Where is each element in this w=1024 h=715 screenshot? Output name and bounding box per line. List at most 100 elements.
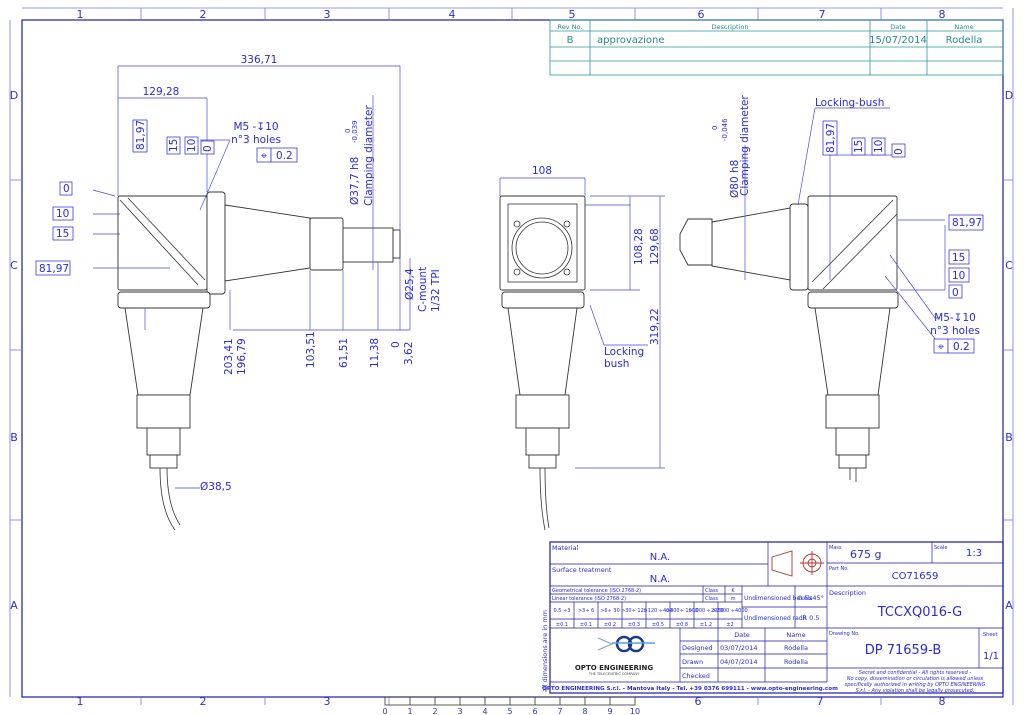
tolerance-cell: ±0.8 <box>676 622 688 628</box>
dim-side-81-97: 81,97 <box>39 263 69 275</box>
dim-bottom-103-51: 103,51 <box>305 331 317 368</box>
zone-col-2: 2 <box>200 8 207 21</box>
bevels-label: Undimensioned bevels <box>744 595 812 602</box>
ruler-10: 10 <box>630 707 640 715</box>
dim-top-15: 15 <box>168 139 180 152</box>
zone-row-a-right: A <box>1005 599 1013 612</box>
rev-header-name: Name <box>954 23 973 31</box>
rev-header-description: Description <box>711 23 748 31</box>
dim-front-129-68: 129,68 <box>649 228 661 265</box>
zone-col-3: 3 <box>324 8 331 21</box>
clamp-tol-lower: -0,039 <box>351 120 359 143</box>
description-value: TCCXQ016-G <box>877 605 963 620</box>
projection-symbol-icon <box>771 550 824 577</box>
rev-description: approvazione <box>597 35 665 46</box>
rposition-tolerance-icon: ⌖ <box>938 341 944 353</box>
rdim-top-10: 10 <box>873 140 885 153</box>
column-zone-markers: 1 2 3 4 5 6 7 8 1 2 3 6 7 8 <box>10 8 1013 708</box>
ruler-7: 7 <box>557 707 562 715</box>
zone-row-b-right: B <box>1005 431 1013 444</box>
locking-bush-label-1: Locking <box>604 346 644 358</box>
tolerance-cell: ±2 <box>726 622 733 628</box>
rhole-note-line2: n°3 holes <box>930 325 980 337</box>
ruler-3: 3 <box>457 707 462 715</box>
company-logo: OPTO ENGINEERING THE TELECENTRIC COMPANY <box>575 635 655 676</box>
clamp-diameter-label: Clamping diameter <box>363 105 375 206</box>
zone-col-1: 1 <box>77 8 84 21</box>
zone-row-c: C <box>10 259 18 272</box>
drawing-number-label: Drawing No. <box>829 631 860 637</box>
secret-line-1: Secret and confidential - All rights res… <box>859 670 971 676</box>
rdim-top-0: 0 <box>893 148 905 155</box>
date-header: Date <box>734 631 750 639</box>
zone-row-a: A <box>10 599 18 612</box>
drawing-number: DP 71659-B <box>865 643 941 658</box>
ruler-6: 6 <box>532 707 537 715</box>
range-cell: >3÷ 6 <box>578 608 594 614</box>
rdim-side-10: 10 <box>952 270 965 282</box>
range-cell: >6÷ 30 <box>600 608 620 614</box>
dim-overall-length: 336,71 <box>241 54 278 66</box>
radii-value: R 0.5 <box>803 614 820 622</box>
zone-col-2-bottom: 2 <box>200 695 207 708</box>
rev-number: B <box>567 35 574 46</box>
dim-bottom-11-38: 11,38 <box>369 338 381 368</box>
part-number: CO71659 <box>892 571 939 582</box>
rdim-top-15: 15 <box>853 140 865 153</box>
drawn-label: Drawn <box>682 658 703 666</box>
dim-side-0: 0 <box>63 183 70 195</box>
dim-bottom-196-79: 196,79 <box>236 338 248 375</box>
rdim-side-0: 0 <box>952 287 959 299</box>
dim-bottom-3-62: 3,62 <box>403 342 415 365</box>
designed-name: Rodella <box>784 644 808 652</box>
zone-row-b: B <box>10 431 18 444</box>
rev-name: Rodella <box>946 35 983 46</box>
geo-tolerance-label: Geometrical tolerance (ISO 2768-2) <box>552 588 641 594</box>
ruler-5: 5 <box>507 707 512 715</box>
range-cell: >120 ÷400 <box>643 608 672 614</box>
clamp80-diameter-label: Clamping diameter <box>739 95 751 196</box>
dim-top-10: 10 <box>186 139 198 152</box>
clamp80-tol-upper: 0 <box>711 126 719 130</box>
dim-cable-diameter: Ø38,5 <box>200 481 232 493</box>
designed-date: 03/07/2014 <box>720 644 757 652</box>
dim-top-0: 0 <box>202 145 214 152</box>
drawn-name: Rodella <box>784 658 808 666</box>
designed-label: Designed <box>682 644 713 652</box>
mass-value: 675 g <box>850 548 881 561</box>
rdim-side-15: 15 <box>952 252 965 264</box>
row-zone-markers: D C B A D C B A <box>10 89 1013 612</box>
checked-label: Checked <box>682 672 710 680</box>
ruler-8: 8 <box>582 707 587 715</box>
company-name: OPTO ENGINEERING <box>575 664 654 672</box>
dim-front-height: 319,22 <box>649 308 661 345</box>
clamp-diameter-value: Ø37,7 h8 <box>349 157 361 205</box>
units-note: all dimensions are in mm <box>541 610 549 692</box>
zone-col-7-bottom: 7 <box>817 695 824 708</box>
range-cell: >30÷ 120 <box>621 608 647 614</box>
rdim-top-81-97: 81,97 <box>825 123 837 153</box>
lin-class-value: m <box>731 596 736 602</box>
ruler-2: 2 <box>432 707 437 715</box>
zone-col-7: 7 <box>819 8 826 21</box>
left-view-dimensions: 336,71 129,28 81,97 15 10 0 M5 -↧10 n°3 … <box>35 54 442 493</box>
clamp80-tol-lower: -0,046 <box>721 118 729 141</box>
hole-note-line2: n°3 holes <box>231 134 281 146</box>
part-label: Part No. <box>829 566 849 572</box>
range-cell: >400÷ 1000 <box>666 608 698 614</box>
geo-class-value: K <box>731 588 735 594</box>
rev-date: 15/07/2014 <box>869 35 927 46</box>
rev-header-date: Date <box>890 23 906 31</box>
material-value: N.A. <box>650 552 671 563</box>
rdim-side-81-97: 81,97 <box>952 217 982 229</box>
zone-row-c-right: C <box>1005 259 1013 272</box>
cmount-label: C-mount <box>417 267 429 312</box>
sheet-value: 1/1 <box>983 651 999 662</box>
dim-front-width: 108 <box>532 165 552 177</box>
tolerance-cell: ±1.2 <box>700 622 712 628</box>
side-view-right <box>679 195 899 482</box>
zone-col-3-bottom: 3 <box>324 695 331 708</box>
tolerance-cell: ±0.3 <box>628 622 640 628</box>
ruler-0: 0 <box>382 707 387 715</box>
mass-label: Mass <box>829 545 842 551</box>
